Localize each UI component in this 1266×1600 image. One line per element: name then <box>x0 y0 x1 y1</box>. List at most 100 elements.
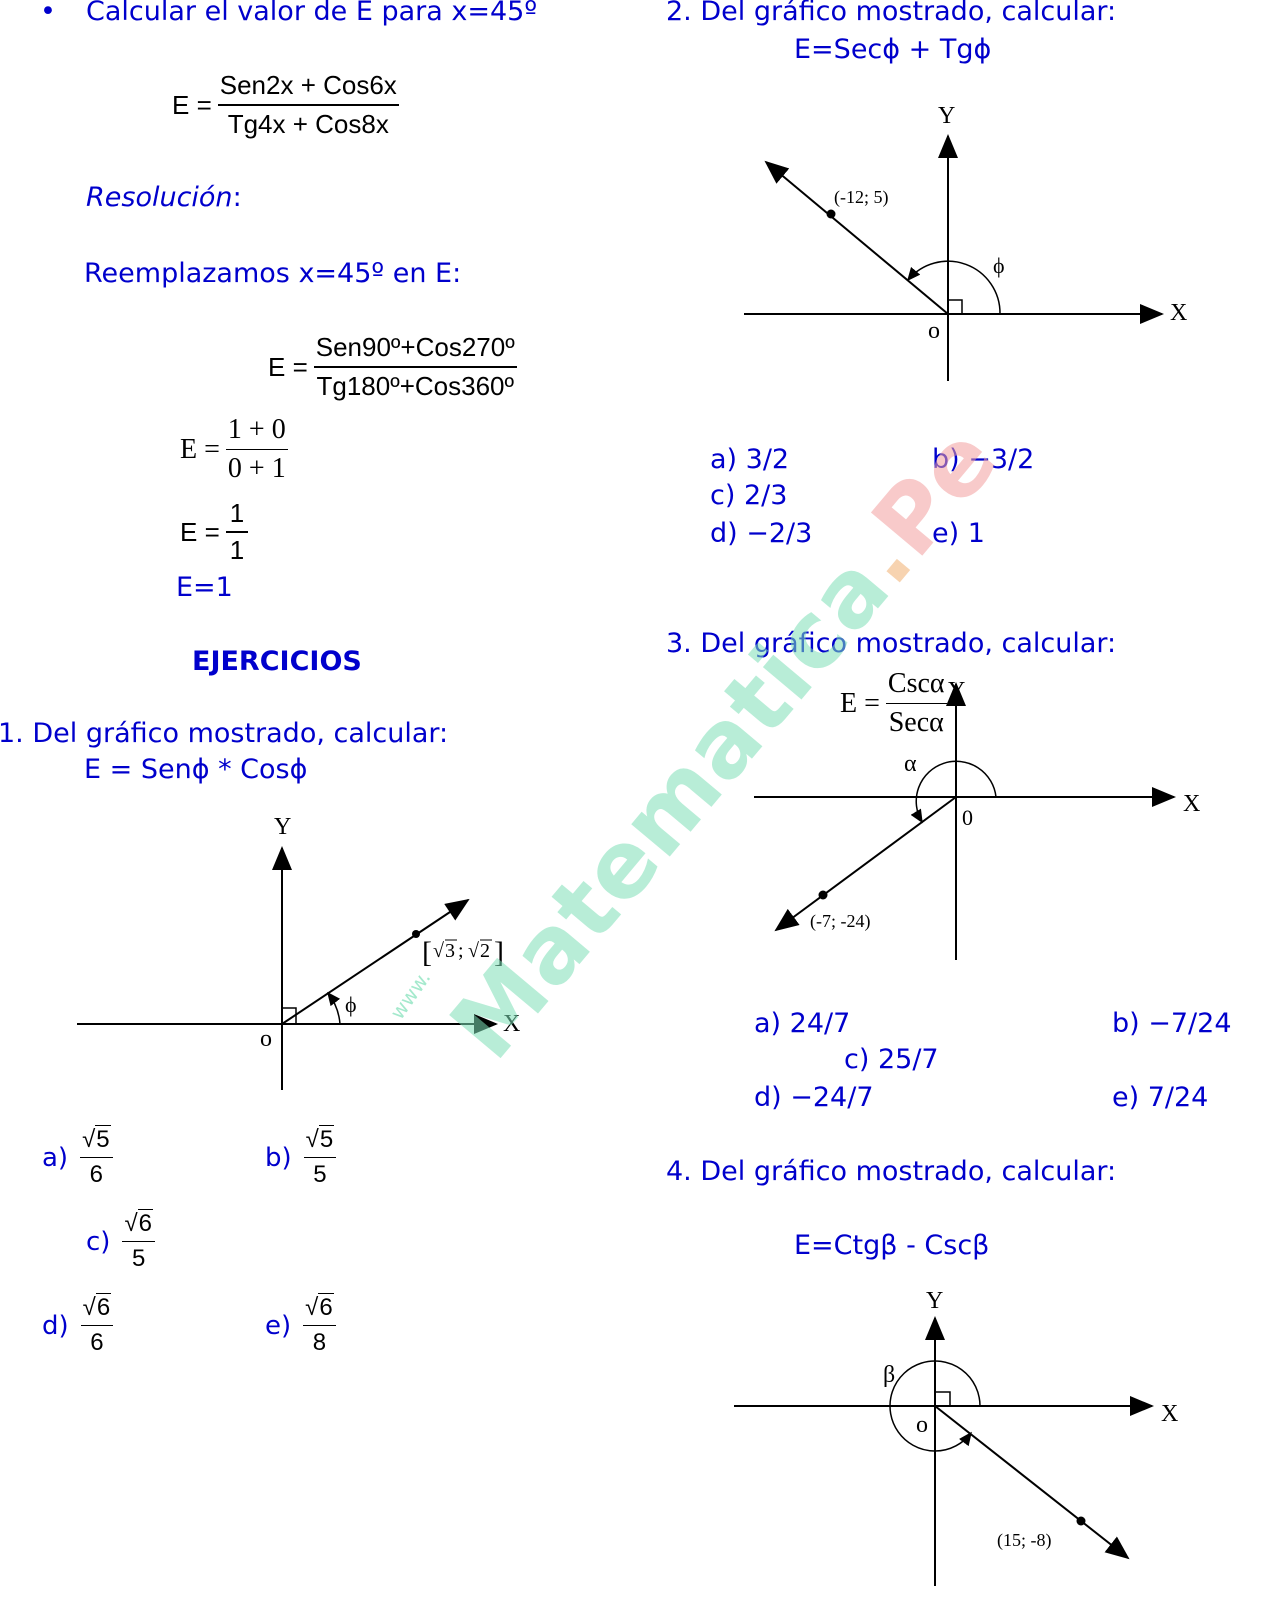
step2-numerator: 1 + 0 <box>225 414 288 450</box>
alpha-label: α <box>904 751 917 777</box>
origin-label: o <box>916 1412 928 1438</box>
point-separator: ; <box>458 940 464 962</box>
ex1-answer-c: c) √6 5 <box>86 1209 155 1273</box>
point-label: (15; -8) <box>997 1530 1051 1551</box>
point-bracket-left: [ <box>422 936 432 969</box>
ex3-title: 3. Del gráfico mostrado, calcular: <box>666 628 1117 659</box>
ex3-numerator: Cscα <box>885 668 947 704</box>
sqrt-symbol: √ <box>468 940 479 962</box>
ex2-answer-c: c) 2/3 <box>710 480 788 511</box>
beta-label: β <box>883 1362 895 1388</box>
point-dot <box>1076 1516 1086 1526</box>
ex3-formula-lhs: E = <box>840 687 880 719</box>
y-label: Y <box>948 678 965 704</box>
y-label: Y <box>938 103 955 129</box>
ex3-answer-a: a) 24/7 <box>754 1008 851 1039</box>
right-angle-mark <box>282 1007 297 1024</box>
terminal-ray <box>281 898 470 1025</box>
answer-fraction: √6 8 <box>303 1293 336 1357</box>
answer-den: 6 <box>90 1329 104 1356</box>
intro-result: E=1 <box>176 572 233 603</box>
replace-text: Reemplazamos x=45º en E: <box>84 258 462 289</box>
intro-title: Calcular el valor de E para x=45º <box>86 0 538 27</box>
answer-fraction: √5 5 <box>303 1125 337 1189</box>
answer-label: d) <box>42 1310 69 1341</box>
terminal-ray <box>764 160 949 315</box>
origin-label: o <box>928 318 940 344</box>
ex2-answer-e: e) 1 <box>932 518 985 549</box>
y-label: Y <box>926 1288 943 1314</box>
right-angle-mark <box>935 1391 951 1406</box>
ex1-formula: E = Senϕ * Cosϕ <box>84 754 308 785</box>
step3-denominator: 1 <box>229 535 245 565</box>
step1-numerator: Sen90º+Cos270º <box>313 332 517 368</box>
resolucion-colon: : <box>232 182 242 213</box>
step1-fraction: Sen90º+Cos270º Tg180º+Cos360º <box>313 332 517 402</box>
phi-label: ϕ <box>345 992 357 1017</box>
answer-fraction: √5 6 <box>80 1125 113 1189</box>
ex1-answer-d: d) √6 6 <box>42 1293 114 1357</box>
answer-den: 5 <box>132 1245 146 1272</box>
point-dot <box>826 209 836 219</box>
right-angle-mark <box>948 299 963 314</box>
resolucion-heading: Resolución: <box>86 182 242 213</box>
formula-numerator: Sen2x + Cos6x <box>217 70 399 106</box>
step2-formula: E = 1 + 0 0 + 1 <box>180 414 288 485</box>
step2-lhs: E = <box>180 433 220 465</box>
step3-lhs: E = <box>180 516 220 547</box>
x-label: X <box>1161 1401 1178 1427</box>
answer-label: c) <box>86 1226 111 1257</box>
formula-fraction: Sen2x + Cos6x Tg4x + Cos8x <box>217 70 399 140</box>
answer-sqrt: 5 <box>95 1125 111 1153</box>
angle-arc <box>889 1360 981 1452</box>
origin-label: 0 <box>962 805 973 830</box>
angle-arc <box>327 991 341 1025</box>
ex1-answer-a: a) √5 6 <box>42 1125 113 1189</box>
ex3-answer-b: b) −7/24 <box>1112 1008 1232 1039</box>
answer-label: b) <box>265 1142 292 1173</box>
point-dot <box>412 930 420 938</box>
sqrt-symbol: √ <box>433 940 444 962</box>
ex4-formula: E=Ctgβ - Cscβ <box>794 1230 990 1261</box>
intro-formula: E = Sen2x + Cos6x Tg4x + Cos8x <box>172 70 399 140</box>
step2-fraction: 1 + 0 0 + 1 <box>225 414 288 485</box>
ex4-graph: Y X o β (15; -8) <box>734 1288 1178 1586</box>
angle-arc <box>907 260 1001 315</box>
ex3-graph: Y X 0 α (-7; -24) <box>754 678 1200 960</box>
answer-sqrt: 6 <box>318 1293 334 1321</box>
terminal-ray <box>934 1405 1130 1560</box>
answer-sqrt: 6 <box>137 1209 153 1237</box>
x-label: X <box>503 1011 520 1037</box>
terminal-ray <box>774 796 957 932</box>
origin-label: o <box>260 1026 272 1052</box>
ex1-graph: Y X o ϕ [ √ 3 ; √ 2 ] <box>77 814 520 1090</box>
ex2-answer-b: b) −3/2 <box>932 444 1035 475</box>
step1-lhs: E = <box>268 351 308 382</box>
ex3-answer-d: d) −24/7 <box>754 1082 874 1113</box>
ex2-formula: E=Secϕ + Tgϕ <box>794 34 992 65</box>
point-dot <box>818 890 828 900</box>
answer-label: e) <box>265 1310 292 1341</box>
answer-label: a) <box>42 1142 69 1173</box>
step3-formula: E = 1 1 <box>180 498 249 566</box>
answer-den: 5 <box>313 1161 327 1188</box>
point-sqrt-b: 2 <box>480 940 490 962</box>
step3-fraction: 1 1 <box>225 498 249 566</box>
x-label: X <box>1183 791 1200 817</box>
ex1-answer-e: e) √6 8 <box>265 1293 336 1357</box>
resolucion-label: Resolución <box>86 182 233 213</box>
point-bracket-right: ] <box>494 936 504 969</box>
answer-den: 6 <box>89 1161 104 1188</box>
ex1-answer-b: b) √5 5 <box>265 1125 337 1189</box>
formula-denominator: Tg4x + Cos8x <box>227 109 389 139</box>
ex3-answer-c: c) 25/7 <box>844 1044 939 1075</box>
ex3-formula: E = Cscα Secα <box>840 668 947 739</box>
point-label: (-12; 5) <box>834 187 888 208</box>
ex2-title: 2. Del gráfico mostrado, calcular: <box>666 0 1117 27</box>
step1-denominator: Tg180º+Cos360º <box>316 371 514 401</box>
phi-label: ϕ <box>993 253 1005 278</box>
y-label: Y <box>274 814 291 840</box>
step1-formula: E = Sen90º+Cos270º Tg180º+Cos360º <box>268 332 517 402</box>
ex2-answer-d: d) −2/3 <box>710 518 813 549</box>
formula-lhs: E = <box>172 89 212 120</box>
